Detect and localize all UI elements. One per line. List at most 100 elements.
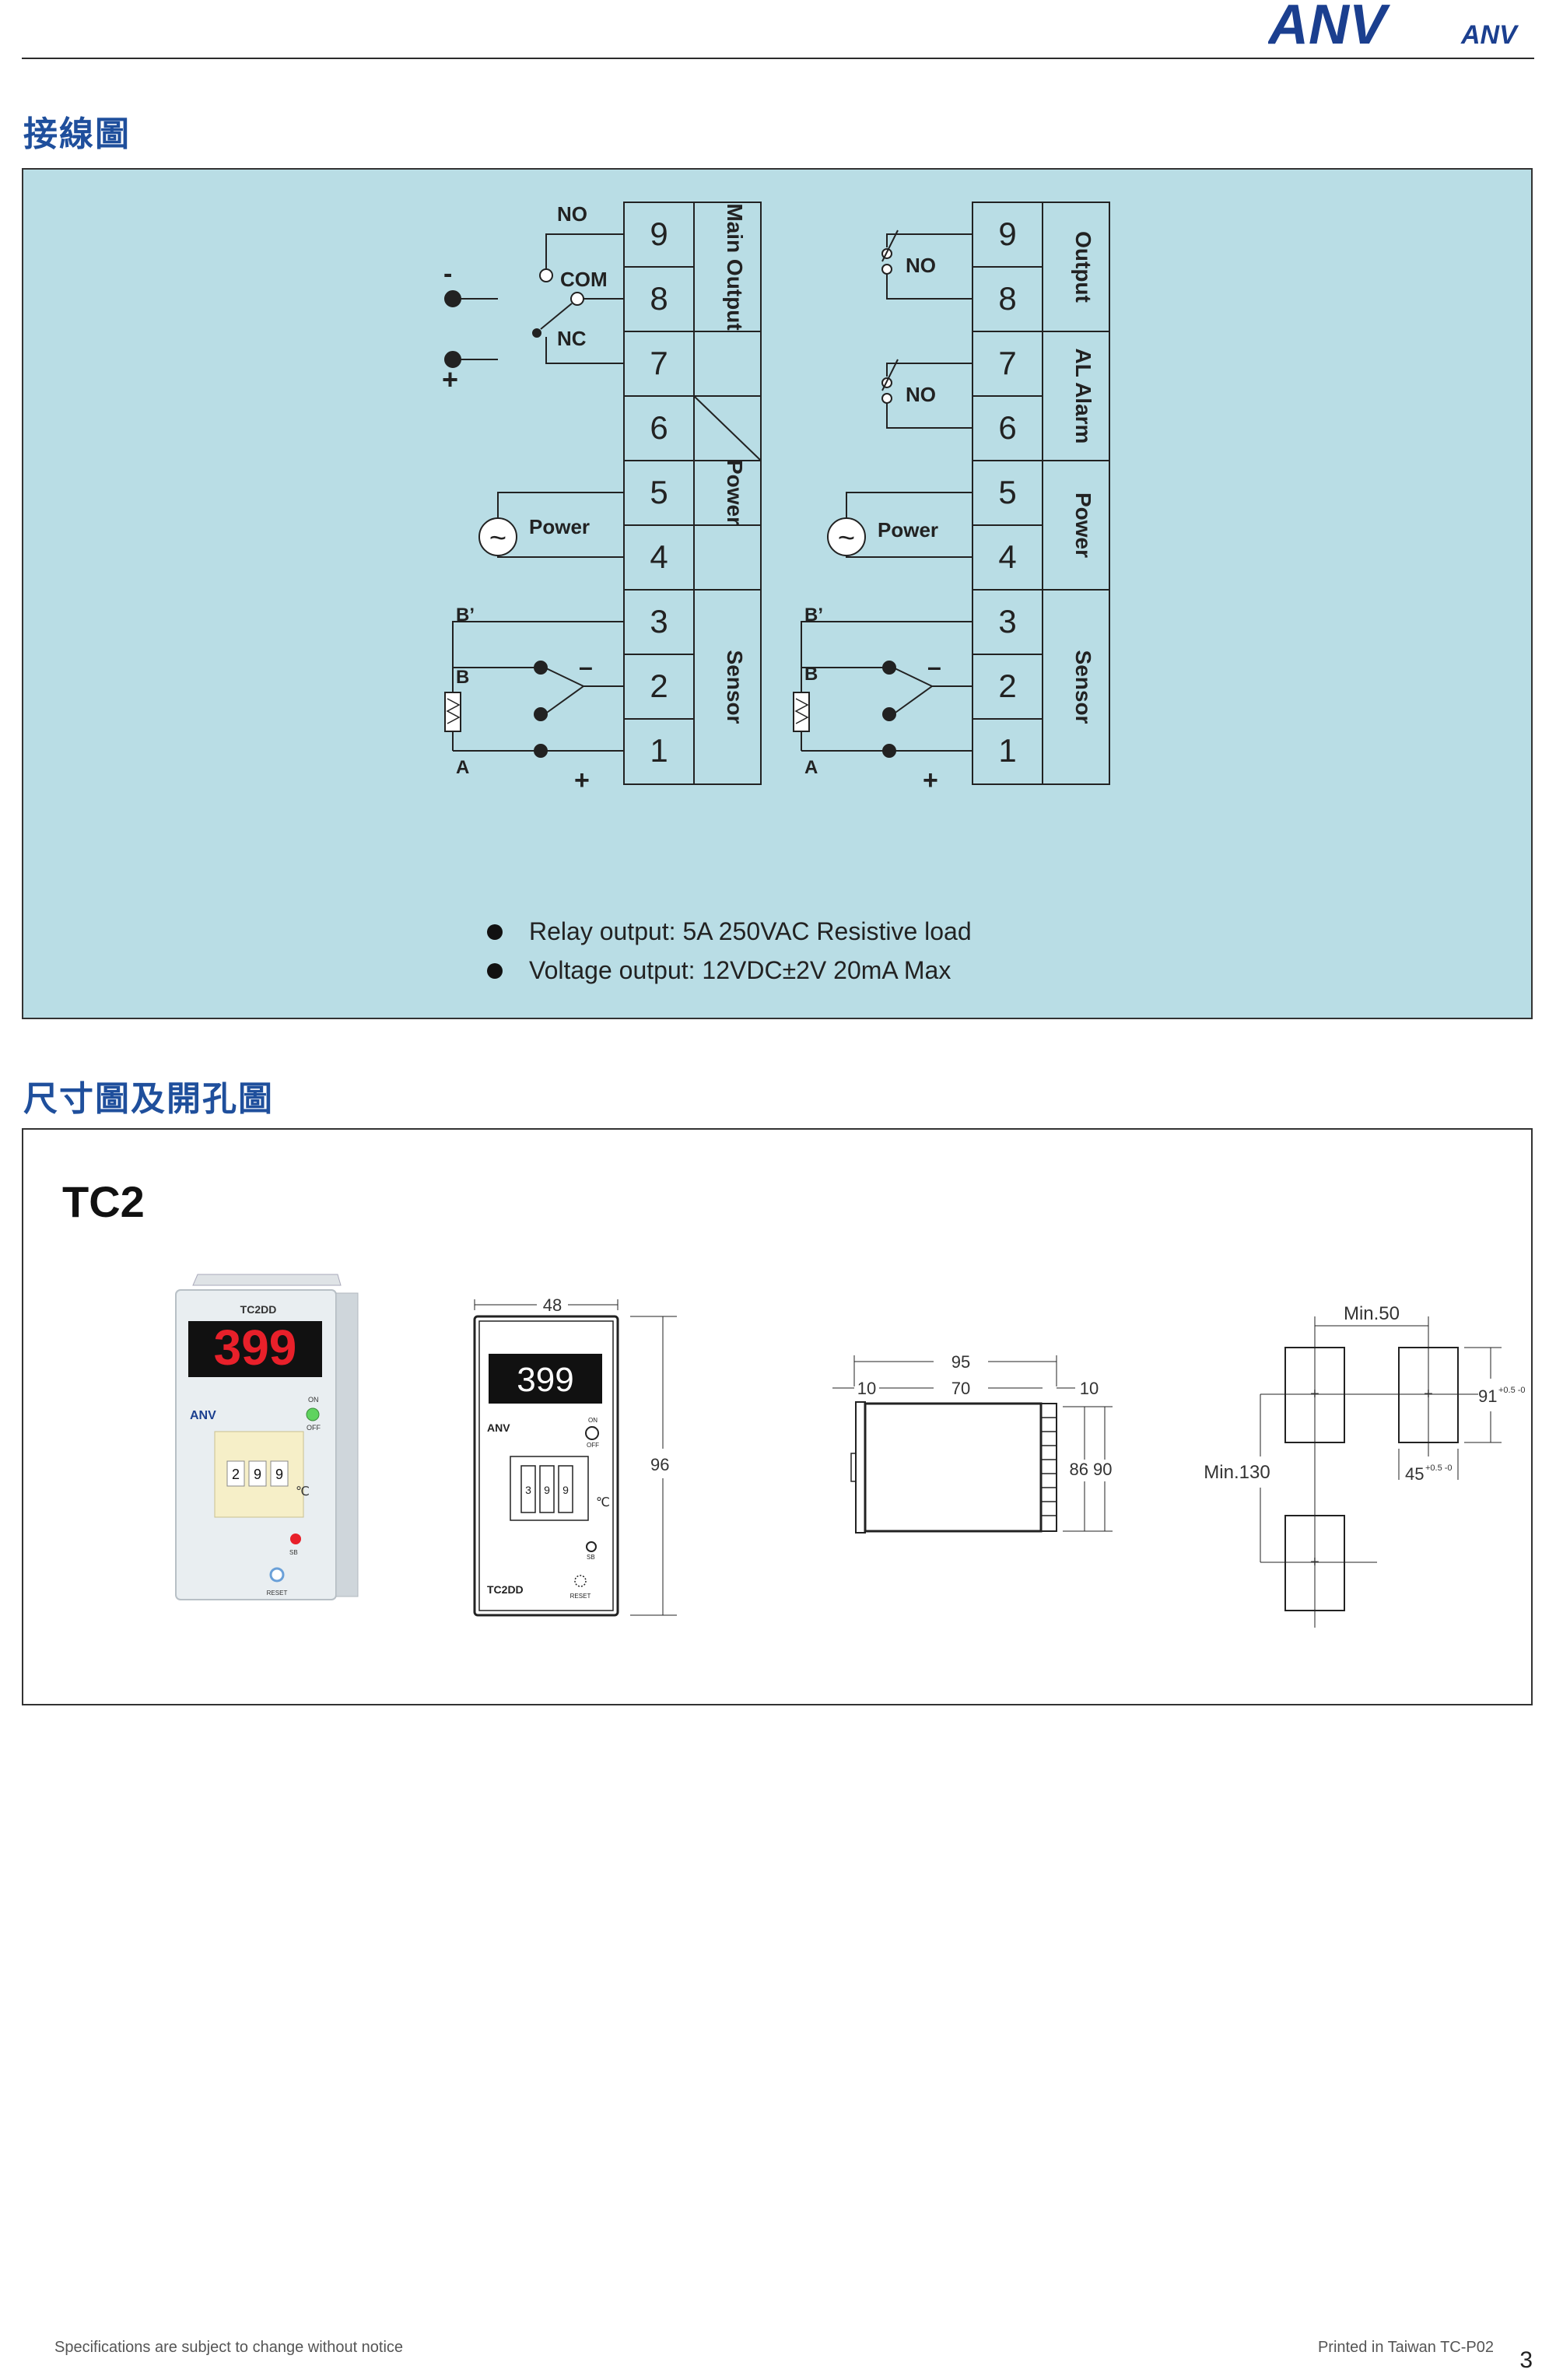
device-reset-label: RESET	[267, 1590, 288, 1597]
device-reset-button[interactable]	[269, 1567, 285, 1583]
cutout-height-tol: +0.5 -0	[1498, 1386, 1526, 1395]
right-wiring: 9 8 7 6 5 4 3 2 1 Output AL Alarm Power …	[793, 202, 1110, 795]
front-on-label: ON	[588, 1417, 598, 1424]
wiring-section-title: 接線圖	[23, 114, 131, 154]
left-terminal-5: 5	[650, 474, 668, 510]
side-heights-dim: 86 90	[1069, 1460, 1112, 1479]
cutout-width: 45	[1405, 1464, 1424, 1484]
left-nc-label: NC	[557, 327, 587, 350]
device-digit-1: 2	[232, 1467, 240, 1482]
left-terminal-1: 1	[650, 732, 668, 769]
right-terminal-1: 1	[998, 732, 1016, 769]
cutout-height: 91	[1478, 1386, 1497, 1406]
right-sensor-bprime: B’	[804, 605, 823, 626]
wiring-diagram-panel: 9 8 7 6 5 4 3 2 1 Main Output Power Sens…	[22, 168, 1533, 1019]
left-terminal-4: 4	[650, 538, 668, 575]
side-body-dim: 70	[951, 1379, 970, 1398]
left-terminal-3: 3	[650, 603, 668, 640]
left-terminal-2: 2	[650, 668, 668, 704]
right-power-tilde: ~	[838, 522, 855, 555]
logo-main-text: ANV	[1268, 0, 1391, 48]
left-no-label: NO	[557, 202, 587, 226]
footer-disclaimer: Specifications are subject to change wit…	[54, 2339, 404, 2356]
right-terminal-4: 4	[998, 538, 1016, 575]
cutout-v-spacing: Min.130	[1204, 1462, 1270, 1483]
right-terminal-7: 7	[998, 345, 1016, 381]
left-power-label: Power	[529, 515, 590, 538]
front-model-label: TC2DD	[487, 1583, 524, 1596]
front-reset-label: RESET	[570, 1593, 591, 1600]
right-group-sensor: Sensor	[1071, 650, 1095, 724]
left-power-tilde: ~	[489, 522, 506, 555]
front-sb-label: SB	[587, 1554, 595, 1561]
side-rear-dim: 10	[1080, 1379, 1099, 1398]
front-unit: ℃	[596, 1496, 610, 1509]
anv-logo: ANV ANV	[1268, 0, 1519, 48]
device-sb-label: SB	[289, 1549, 298, 1556]
device-led-display: 399	[214, 1320, 297, 1376]
left-wiring: 9 8 7 6 5 4 3 2 1 Main Output Power Sens…	[442, 202, 762, 795]
side-front-dim: 10	[857, 1379, 876, 1398]
device-on-label: ON	[308, 1396, 319, 1404]
left-com-label: COM	[560, 268, 608, 291]
footer-print-info: Printed in Taiwan TC-P02	[1317, 2339, 1494, 2356]
side-total-dim: 95	[951, 1352, 970, 1372]
side-view: 95 10 70 10	[832, 1352, 1113, 1534]
right-power-label: Power	[878, 518, 938, 542]
right-no2-label: NO	[906, 383, 936, 406]
wiring-notes: Relay output: 5A 250VAC Resistive load V…	[487, 917, 972, 984]
right-group-output: Output	[1071, 231, 1095, 303]
left-sensor-a: A	[456, 757, 469, 778]
front-height-dim: 96	[650, 1455, 669, 1474]
right-terminal-6: 6	[998, 409, 1016, 446]
svg-text:+: +	[1310, 1386, 1319, 1403]
front-view: 48 96 399 ANV ON OFF 3 9 9 ℃ SB TC2DD RE…	[473, 1295, 677, 1617]
right-sensor-plus: +	[923, 766, 938, 795]
right-group-al-alarm: AL Alarm	[1071, 349, 1095, 444]
right-terminal-8: 8	[998, 280, 1016, 317]
front-digit-2: 9	[544, 1484, 550, 1496]
cutout-view: Min.50 + + + Min.130 91 +0.5 -0 45 +0.5 …	[1204, 1303, 1526, 1628]
left-group-power: Power	[723, 460, 747, 525]
left-terminal-6: 6	[650, 409, 668, 446]
right-sensor-a: A	[804, 757, 818, 778]
device-digit-3: 9	[275, 1467, 283, 1482]
left-terminal-8: 8	[650, 280, 668, 317]
right-sensor-minus: –	[927, 653, 941, 681]
left-sensor-minus: –	[579, 653, 593, 681]
dimension-section-title: 尺寸圖及開孔圖	[23, 1079, 274, 1119]
wiring-diagram: 9 8 7 6 5 4 3 2 1 Main Output Power Sens…	[442, 202, 1110, 984]
logo-small-text: ANV	[1460, 20, 1519, 48]
right-group-power: Power	[1071, 492, 1095, 558]
front-digit-1: 3	[525, 1484, 531, 1496]
left-minus-label: -	[443, 259, 452, 289]
left-plus-label: +	[442, 363, 458, 395]
right-sensor-b: B	[804, 664, 818, 685]
front-digit-3: 9	[562, 1484, 569, 1496]
right-terminal-9: 9	[998, 216, 1016, 252]
left-group-main-output: Main Output	[723, 203, 747, 330]
left-terminal-9: 9	[650, 216, 668, 252]
svg-text:+: +	[1310, 1554, 1319, 1571]
cutout-width-tol: +0.5 -0	[1425, 1463, 1453, 1473]
device-thumbwheel[interactable]: 2 9 9	[226, 1460, 289, 1487]
model-title: TC2	[62, 1177, 145, 1226]
page-number: 3	[1519, 2347, 1533, 2373]
cutout-h-spacing: Min.50	[1344, 1303, 1400, 1324]
front-width-dim: 48	[543, 1295, 562, 1315]
left-sensor-b: B	[456, 667, 469, 688]
right-terminal-5: 5	[998, 474, 1016, 510]
left-sensor-bprime: B’	[456, 605, 475, 626]
dimension-panel: TC2 TC2DD 399 ANV ON OFF 2 9 9 ℃	[22, 1128, 1533, 1705]
svg-text:+: +	[1424, 1386, 1433, 1403]
device-off-label: OFF	[307, 1424, 321, 1432]
right-terminal-3: 3	[998, 603, 1016, 640]
note-relay-output: Relay output: 5A 250VAC Resistive load	[529, 917, 972, 945]
device-unit: ℃	[296, 1485, 310, 1498]
front-brand: ANV	[487, 1421, 510, 1434]
left-terminal-7: 7	[650, 345, 668, 381]
dimension-drawings: TC2DD 399 ANV ON OFF 2 9 9 ℃ SB RESET	[175, 1274, 1526, 1628]
right-no1-label: NO	[906, 254, 936, 277]
right-terminal-2: 2	[998, 668, 1016, 704]
front-display: 399	[517, 1361, 573, 1399]
